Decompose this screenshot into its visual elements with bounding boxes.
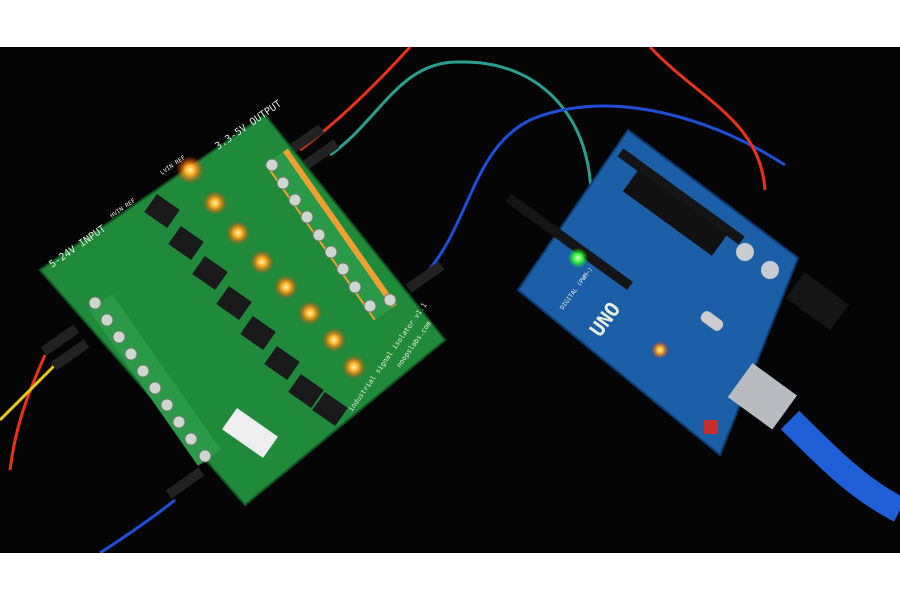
reset-button [704, 420, 718, 434]
power-jack [785, 272, 850, 331]
red-wire-right [648, 45, 767, 191]
optocouplers [144, 193, 348, 427]
yellow-wire [0, 363, 57, 422]
capacitor [761, 261, 779, 279]
status-leds [176, 156, 366, 379]
output-terminal-block [264, 148, 397, 321]
ferrules [40, 124, 445, 499]
capacitor [736, 243, 754, 261]
tx-led [651, 341, 669, 359]
power-led [568, 248, 588, 268]
isolator-board: 3.3-5V OUTPUT 5-24V INPUT LVIN REF HVIN … [38, 99, 447, 507]
microcontroller-chip [622, 170, 728, 256]
barcode-sticker [222, 408, 278, 458]
crystal [700, 311, 724, 331]
teal-wire [329, 60, 593, 266]
wires [0, 45, 900, 555]
digital-header [505, 193, 633, 291]
usb-port [727, 363, 797, 430]
arduino-uno: UNO DIGITAL (PWM~) [505, 128, 850, 457]
terminal-screws [88, 158, 397, 463]
usb-cable [780, 410, 900, 522]
red-wire-left [8, 354, 47, 471]
blue-wire [418, 104, 786, 282]
blue-wire-bottom [99, 498, 176, 555]
photo: 3.3-5V OUTPUT 5-24V INPUT LVIN REF HVIN … [0, 45, 900, 555]
analog-header [617, 148, 745, 245]
